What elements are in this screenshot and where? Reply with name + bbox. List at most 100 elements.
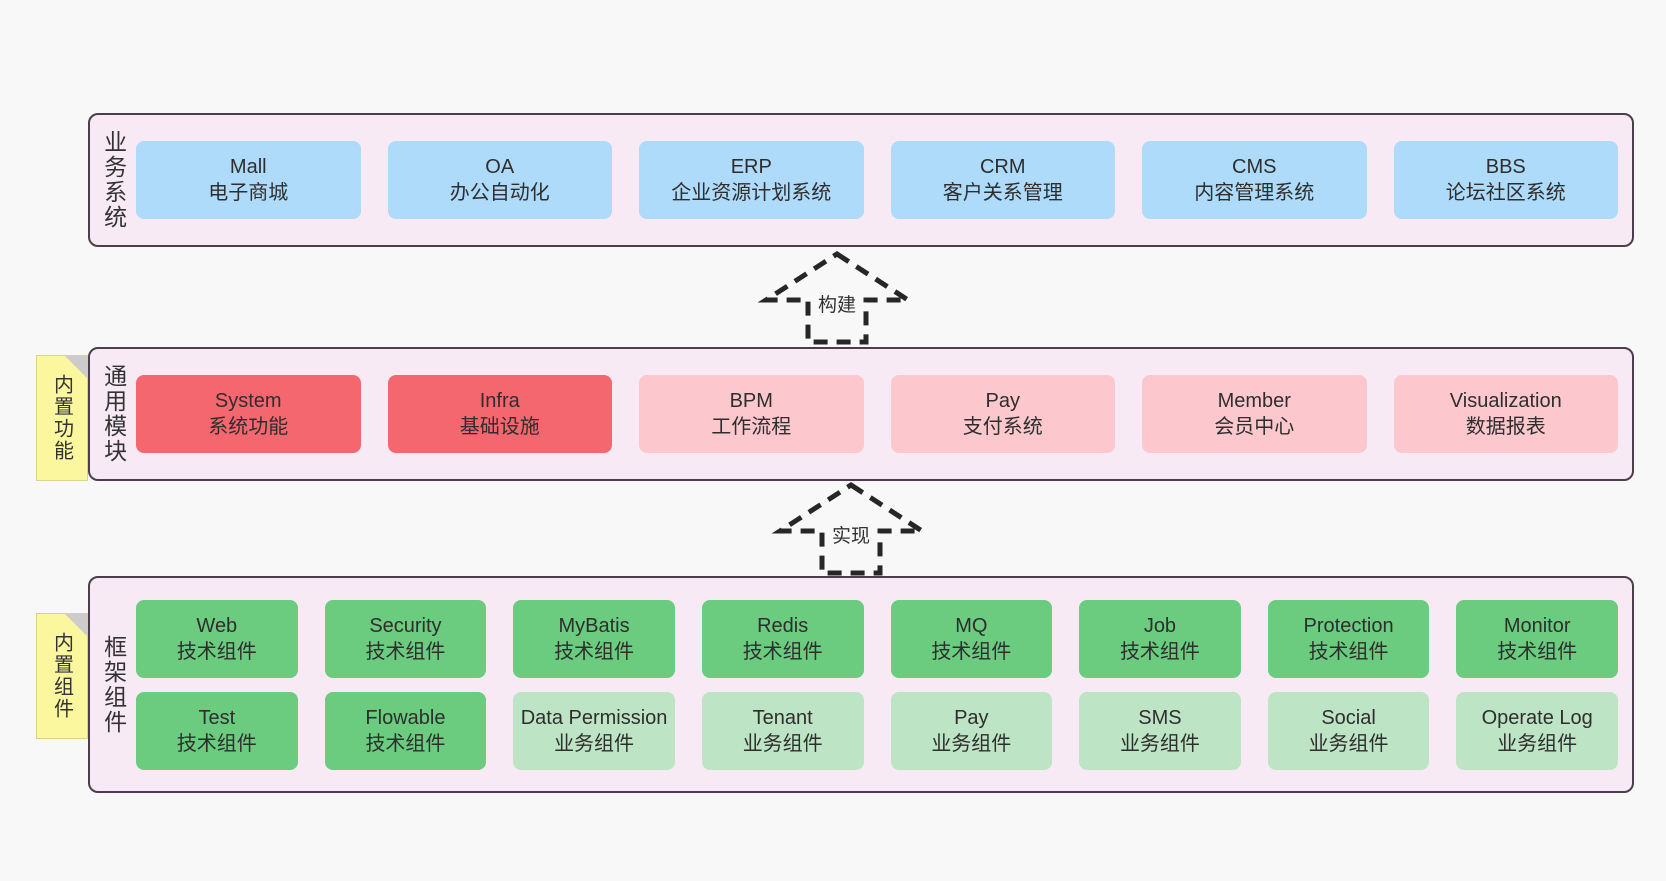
card-title: Social xyxy=(1321,706,1376,729)
card-subtitle: 系统功能 xyxy=(208,416,289,438)
card-subtitle: 基础设施 xyxy=(459,416,540,438)
card-title: Member xyxy=(1217,390,1291,412)
card-web[interactable]: Web 技术组件 xyxy=(136,599,298,678)
card-subtitle: 业务组件 xyxy=(931,732,1012,755)
card-crm[interactable]: CRM 客户关系管理 xyxy=(890,141,1115,219)
card-flowable[interactable]: Flowable 技术组件 xyxy=(324,691,487,770)
card-title: Data Permission xyxy=(520,706,668,729)
card-title: CMS xyxy=(1232,156,1277,178)
card-title: Test xyxy=(198,706,236,729)
arrow-implement-label: 实现 xyxy=(831,526,871,547)
card-member[interactable]: Member 会员中心 xyxy=(1142,375,1367,453)
card-title: Pay xyxy=(985,390,1020,412)
card-mq[interactable]: MQ 技术组件 xyxy=(890,599,1053,678)
card-pay[interactable]: Pay 支付系统 xyxy=(890,375,1115,453)
arrow-build: 构建 xyxy=(752,250,922,345)
card-infra[interactable]: Infra 基础设施 xyxy=(387,375,612,453)
card-subtitle: 业务组件 xyxy=(554,732,635,755)
card-row: Test 技术组件 Flowable 技术组件 Data Permission … xyxy=(136,691,1618,770)
card-subtitle: 支付系统 xyxy=(962,416,1043,438)
card-erp[interactable]: ERP 企业资源计划系统 xyxy=(639,141,864,219)
card-title: CRM xyxy=(979,156,1026,178)
card-subtitle: 内容管理系统 xyxy=(1194,182,1315,204)
layer-business-system: 业务系统 Mall 电子商城 OA 办公自动化 ERP 企业资源计划系统 CRM… xyxy=(88,113,1634,247)
card-job[interactable]: Job 技术组件 xyxy=(1079,599,1241,678)
card-monitor[interactable]: Monitor 技术组件 xyxy=(1456,599,1618,678)
card-row: Web 技术组件 Security 技术组件 MyBatis 技术组件 Redi… xyxy=(136,599,1618,678)
note-fold-icon xyxy=(65,614,87,636)
card-title: Protection xyxy=(1303,614,1394,637)
arrow-build-label: 构建 xyxy=(817,295,857,316)
card-pay-business[interactable]: Pay 业务组件 xyxy=(890,691,1053,770)
card-tenant[interactable]: Tenant 业务组件 xyxy=(701,691,864,770)
card-subtitle: 技术组件 xyxy=(1497,640,1578,663)
card-bpm[interactable]: BPM 工作流程 xyxy=(639,375,864,453)
card-title: Infra xyxy=(479,390,520,412)
card-subtitle: 业务组件 xyxy=(742,732,823,755)
card-subtitle: 技术组件 xyxy=(176,640,257,663)
layer-body-framework-component: Web 技术组件 Security 技术组件 MyBatis 技术组件 Redi… xyxy=(136,578,1632,791)
sticky-note-label: 内置功能 xyxy=(50,374,73,462)
card-title: System xyxy=(214,390,282,412)
layer-label-framework-component: 框架组件 xyxy=(100,634,127,735)
card-title: MyBatis xyxy=(558,614,630,637)
card-title: BBS xyxy=(1485,156,1526,178)
card-mall[interactable]: Mall 电子商城 xyxy=(136,141,361,219)
card-subtitle: 企业资源计划系统 xyxy=(671,182,832,204)
card-title: Operate Log xyxy=(1481,706,1593,729)
layer-body-business-system: Mall 电子商城 OA 办公自动化 ERP 企业资源计划系统 CRM 客户关系… xyxy=(136,115,1632,245)
card-operate-log[interactable]: Operate Log 业务组件 xyxy=(1456,691,1618,770)
card-subtitle: 技术组件 xyxy=(176,732,257,755)
card-title: SMS xyxy=(1138,706,1182,729)
card-subtitle: 技术组件 xyxy=(365,732,446,755)
card-security[interactable]: Security 技术组件 xyxy=(324,599,487,678)
card-bbs[interactable]: BBS 论坛社区系统 xyxy=(1393,141,1618,219)
card-subtitle: 业务组件 xyxy=(1497,732,1578,755)
card-title: ERP xyxy=(730,156,772,178)
card-subtitle: 工作流程 xyxy=(711,416,792,438)
card-title: Redis xyxy=(757,614,809,637)
card-title: MQ xyxy=(955,614,988,637)
card-title: Visualization xyxy=(1449,390,1562,412)
card-test[interactable]: Test 技术组件 xyxy=(136,691,298,770)
card-subtitle: 技术组件 xyxy=(365,640,446,663)
card-sms[interactable]: SMS 业务组件 xyxy=(1079,691,1241,770)
layer-framework-component: 框架组件 Web 技术组件 Security 技术组件 MyBatis 技术组件… xyxy=(88,576,1634,793)
card-cms[interactable]: CMS 内容管理系统 xyxy=(1142,141,1367,219)
card-social[interactable]: Social 业务组件 xyxy=(1267,691,1430,770)
card-title: Monitor xyxy=(1503,614,1571,637)
card-subtitle: 技术组件 xyxy=(554,640,635,663)
card-row: Mall 电子商城 OA 办公自动化 ERP 企业资源计划系统 CRM 客户关系… xyxy=(136,141,1618,219)
card-title: Pay xyxy=(954,706,989,729)
card-system[interactable]: System 系统功能 xyxy=(136,375,361,453)
card-subtitle: 办公自动化 xyxy=(449,182,550,204)
card-title: Tenant xyxy=(752,706,813,729)
card-subtitle: 论坛社区系统 xyxy=(1445,182,1566,204)
card-mybatis[interactable]: MyBatis 技术组件 xyxy=(513,599,675,678)
card-data-permission[interactable]: Data Permission 业务组件 xyxy=(513,691,675,770)
card-visualization[interactable]: Visualization 数据报表 xyxy=(1393,375,1618,453)
card-title: Flowable xyxy=(365,706,446,729)
card-subtitle: 客户关系管理 xyxy=(942,182,1063,204)
card-redis[interactable]: Redis 技术组件 xyxy=(701,599,864,678)
card-subtitle: 技术组件 xyxy=(742,640,823,663)
card-title: Mall xyxy=(229,156,267,178)
arrow-implement: 实现 xyxy=(766,481,936,576)
card-subtitle: 电子商城 xyxy=(208,182,289,204)
arrow-implement-icon xyxy=(771,482,931,576)
card-subtitle: 数据报表 xyxy=(1465,416,1546,438)
card-title: Job xyxy=(1143,614,1177,637)
card-subtitle: 业务组件 xyxy=(1119,732,1200,755)
card-title: Security xyxy=(369,614,442,637)
card-subtitle: 技术组件 xyxy=(1308,640,1389,663)
card-title: Web xyxy=(196,614,238,637)
card-protection[interactable]: Protection 技术组件 xyxy=(1267,599,1430,678)
card-oa[interactable]: OA 办公自动化 xyxy=(387,141,612,219)
card-subtitle: 技术组件 xyxy=(1119,640,1200,663)
sticky-note-label: 内置组件 xyxy=(50,632,73,720)
sticky-note-builtin-features: 内置功能 xyxy=(36,355,88,481)
card-title: BPM xyxy=(729,390,773,412)
card-subtitle: 业务组件 xyxy=(1308,732,1389,755)
card-title: OA xyxy=(485,156,515,178)
